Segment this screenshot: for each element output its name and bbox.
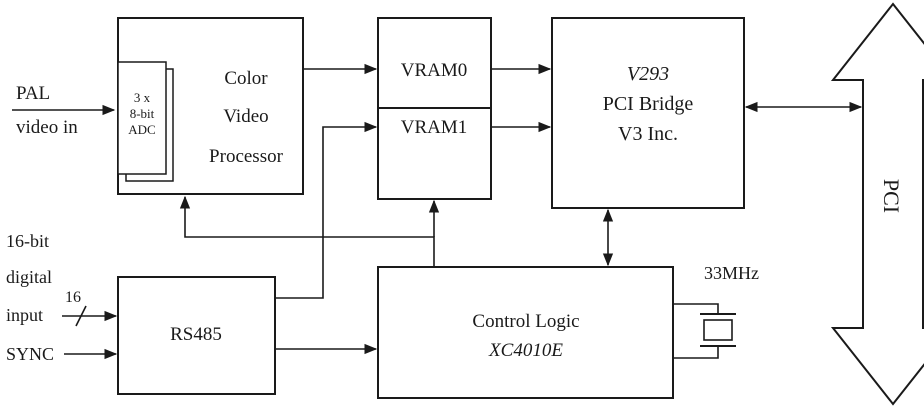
bridge-label-3: V3 Inc. [618, 123, 678, 145]
pci-label: PCI [879, 179, 904, 213]
control-label-2: XC4010E [488, 340, 563, 361]
crystal-leads [673, 303, 719, 359]
adc-box [117, 61, 167, 175]
digital-label-2: digital [6, 267, 52, 287]
adc-label-1: 3 x [134, 90, 151, 105]
rs485-label: RS485 [170, 324, 222, 345]
pci-bridge-box [551, 17, 745, 209]
vram0-label: VRAM0 [401, 60, 468, 81]
cvp-label-2: Video [223, 106, 268, 127]
bus-slash [75, 305, 87, 327]
digital-label-1: 16-bit [6, 231, 49, 251]
pal-label: PAL [16, 83, 50, 104]
clock-label: 33MHz [704, 263, 759, 283]
rs485-to-vram1-wire [275, 121, 378, 299]
cvp-label-1: Color [224, 68, 268, 89]
bridge-label-1: V293 [627, 63, 669, 85]
adc-label-3: ADC [128, 122, 155, 137]
digital-label-3: input [6, 305, 43, 325]
adc-label-2: 8-bit [130, 106, 155, 121]
control-label-1: Control Logic [472, 311, 579, 332]
bridge-label-2: PCI Bridge [603, 93, 694, 115]
pci-bus-arrow [830, 2, 924, 406]
vram1-label: VRAM1 [401, 117, 468, 138]
bus-width-label: 16 [65, 289, 81, 306]
crystal-icon [703, 319, 733, 341]
sync-label: SYNC [6, 344, 54, 364]
pal-label-sub: video in [16, 117, 78, 138]
cvp-label-3: Processor [209, 146, 284, 167]
control-feedback-wire [179, 195, 435, 267]
control-logic-box [377, 266, 674, 399]
rs485-box [117, 276, 276, 395]
